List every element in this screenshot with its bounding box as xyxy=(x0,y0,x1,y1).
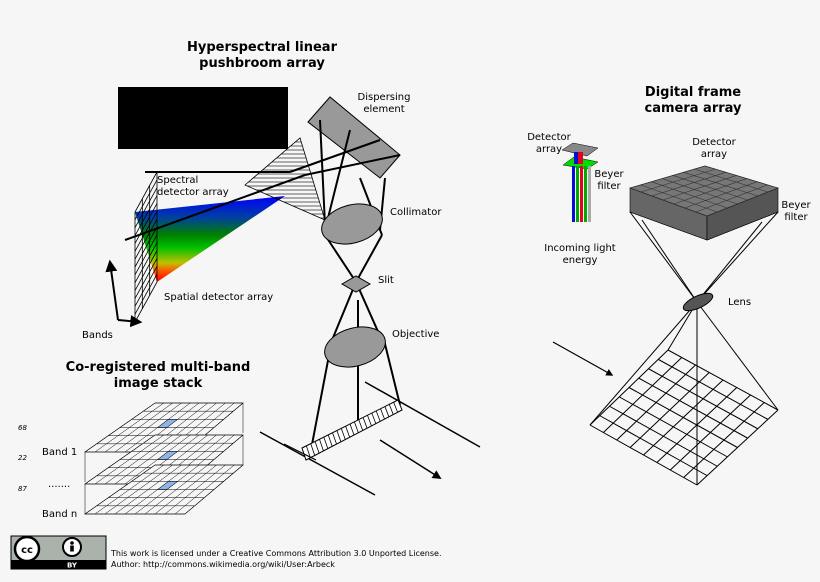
objective-lens xyxy=(324,326,386,368)
dispersing-label-1: Dispersing xyxy=(358,92,411,103)
detector-small-label-1: Detector xyxy=(527,132,571,143)
image-stack xyxy=(84,402,244,515)
beyer-small-label-2: filter xyxy=(597,181,621,192)
spectral-label-2: detector array xyxy=(157,187,229,198)
pixel-value-1: 68 xyxy=(18,424,27,432)
prism xyxy=(244,137,326,221)
license-line-1: This work is licensed under a Creative C… xyxy=(110,549,441,558)
lens-label: Lens xyxy=(728,297,751,308)
small-detector-icon xyxy=(561,142,599,222)
pushbroom-title-2: pushbroom array xyxy=(199,56,325,71)
incoming-label-1: Incoming light xyxy=(544,243,616,254)
stack-title-2: image stack xyxy=(114,376,203,391)
beyer-big-label-1: Beyer xyxy=(781,200,811,211)
slit xyxy=(340,275,372,293)
frame-motion-arrow xyxy=(552,341,614,376)
stack-dots: ....... xyxy=(48,479,70,490)
bandn-label: Band n xyxy=(42,509,77,520)
badge-by-text: BY xyxy=(67,562,78,570)
frame-title-2: camera array xyxy=(645,101,743,116)
cc-license-badge: cc BY xyxy=(10,535,107,570)
pixel-value-2: 22 xyxy=(18,454,27,462)
spatial-detector-grid xyxy=(134,171,158,323)
beyer-small-label-1: Beyer xyxy=(594,169,624,180)
person-icon xyxy=(70,541,74,545)
black-band-bar xyxy=(118,87,288,149)
frame-lens xyxy=(682,292,714,312)
spectral-fan xyxy=(135,196,285,282)
detector-big-label-2: array xyxy=(701,149,727,160)
detector-small-label-2: array xyxy=(536,144,562,155)
detector-array-grid xyxy=(629,165,779,241)
dispersing-label-2: element xyxy=(363,104,404,115)
frame-title-1: Digital frame xyxy=(645,85,741,100)
cc-icon: cc xyxy=(21,545,33,556)
pushbroom-title-1: Hyperspectral linear xyxy=(187,40,338,55)
license-line-2: Author: http://commons.wikimedia.org/wik… xyxy=(111,560,335,569)
spatial-label: Spatial detector array xyxy=(164,292,273,303)
objective-label: Objective xyxy=(392,329,439,340)
spectral-label-1: Spectral xyxy=(157,175,198,186)
beyer-big-label-2: filter xyxy=(784,212,808,223)
frame-rays xyxy=(589,211,779,485)
pixel-value-3: 87 xyxy=(18,485,27,493)
band1-label: Band 1 xyxy=(42,447,77,458)
detector-big-label-1: Detector xyxy=(692,137,736,148)
collimator-lens xyxy=(321,203,383,245)
bands-arrows xyxy=(105,259,143,328)
ground-lines xyxy=(259,381,481,496)
incoming-label-2: energy xyxy=(563,255,598,266)
stack-title-1: Co-registered multi-band xyxy=(66,360,251,375)
slit-label: Slit xyxy=(378,275,394,286)
collimator-label: Collimator xyxy=(390,207,442,218)
frame-ground-grid xyxy=(589,349,779,486)
bands-label: Bands xyxy=(82,330,113,341)
linear-array-strip xyxy=(283,399,403,461)
